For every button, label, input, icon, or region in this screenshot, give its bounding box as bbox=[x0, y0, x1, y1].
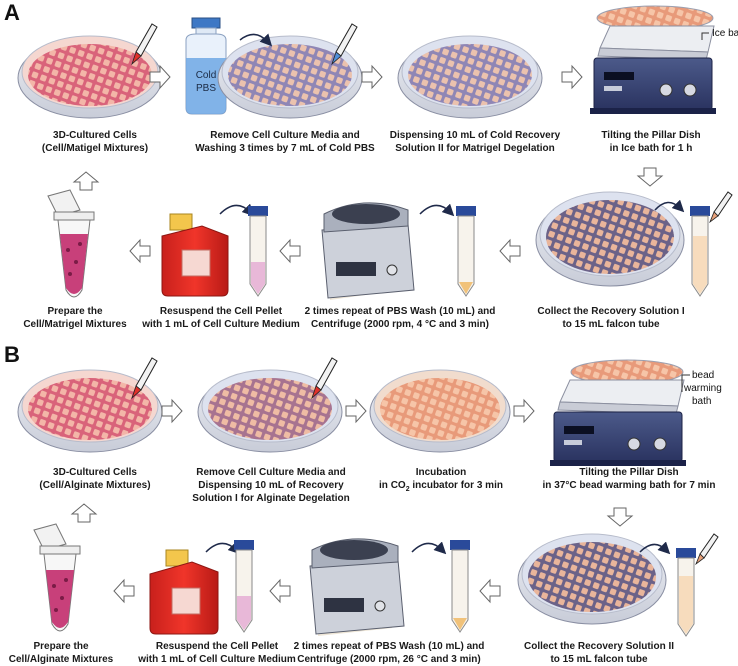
transfer-arrow-icon bbox=[205, 541, 241, 555]
flow-arrow-right bbox=[513, 398, 535, 424]
pipette-tip-icon bbox=[695, 533, 719, 566]
culture-medium-flask-icon bbox=[149, 549, 219, 635]
flow-arrow-left bbox=[129, 238, 151, 264]
pour-arrow-icon bbox=[239, 33, 273, 47]
flow-arrow-right bbox=[161, 398, 183, 424]
pipette-tip-icon bbox=[131, 357, 158, 400]
pillar-dish-recovery bbox=[397, 35, 543, 119]
transfer-arrow-icon bbox=[419, 203, 455, 217]
flow-arrow-left bbox=[479, 578, 501, 604]
panel-b-label: B bbox=[4, 342, 20, 367]
caption-a-step1: 3D-Cultured Cells(Cell/Matigel Mixtures) bbox=[41, 130, 149, 154]
caption-b-step3: Incubation in CO2 incubator for 3 min bbox=[379, 467, 503, 493]
flow-arrow-left bbox=[279, 238, 301, 264]
label-pointer bbox=[681, 374, 690, 392]
flow-arrow-right bbox=[561, 64, 583, 90]
flow-arrow-down bbox=[636, 167, 664, 187]
flow-arrow-down bbox=[606, 507, 634, 527]
falcon-tube-icon bbox=[456, 206, 476, 297]
caption-b-step1: 3D-Cultured Cells(Cell/Alginate Mixtures… bbox=[39, 467, 151, 491]
flow-arrow-left bbox=[269, 578, 291, 604]
falcon-tube-icon bbox=[234, 540, 254, 633]
cold-pbs-bottle-icon: Cold PBS bbox=[185, 17, 227, 115]
transfer-arrow-icon bbox=[639, 541, 671, 555]
falcon-tube-icon bbox=[450, 540, 470, 633]
pillar-dish-recovery-i bbox=[197, 369, 343, 453]
pillar-dish-alginate bbox=[17, 369, 163, 453]
pillar-dish-washed bbox=[217, 35, 363, 119]
centrifuge-icon bbox=[321, 202, 415, 300]
pipette-tip-icon bbox=[311, 357, 338, 400]
flow-arrow-up bbox=[72, 171, 100, 191]
bottle-label-line1: Cold bbox=[196, 70, 217, 81]
warming-bath-hotplate-icon bbox=[550, 359, 686, 466]
centrifuge-icon bbox=[309, 538, 405, 636]
transfer-arrow-icon bbox=[654, 199, 685, 213]
flow-arrow-right bbox=[149, 64, 171, 90]
pillar-dish-collect bbox=[535, 191, 685, 287]
pillar-dish-incubation bbox=[369, 369, 511, 453]
pipette-tip-icon bbox=[331, 23, 358, 66]
flow-arrow-left bbox=[499, 238, 521, 264]
pipette-tip-icon bbox=[131, 23, 158, 66]
transfer-arrow-icon bbox=[411, 541, 447, 555]
ice-bath-label: Ice bath bbox=[712, 28, 738, 39]
falcon-tube-icon bbox=[690, 206, 710, 297]
panel-a-label: A bbox=[4, 0, 20, 25]
pillar-dish-collect bbox=[517, 533, 667, 625]
warming-bath-label-line1: bead bbox=[692, 370, 714, 381]
falcon-tube-icon bbox=[248, 206, 268, 297]
pipette-tip-icon bbox=[709, 191, 733, 224]
label-pointer bbox=[701, 32, 709, 40]
flow-arrow-right bbox=[345, 398, 367, 424]
flow-arrow-up bbox=[70, 503, 98, 523]
microtube-icon bbox=[47, 189, 95, 298]
culture-medium-flask-icon bbox=[161, 213, 229, 297]
flow-arrow-left bbox=[113, 578, 135, 604]
falcon-tube-icon bbox=[676, 548, 696, 637]
flow-arrow-right bbox=[361, 64, 383, 90]
warming-bath-label-line3: bath bbox=[692, 396, 711, 407]
bottle-label-line2: PBS bbox=[196, 83, 216, 94]
warming-bath-label-line2: warming bbox=[683, 383, 722, 394]
transfer-arrow-icon bbox=[219, 203, 255, 217]
ice-bath-hotplate-icon bbox=[590, 5, 716, 114]
microtube-icon bbox=[33, 523, 81, 632]
